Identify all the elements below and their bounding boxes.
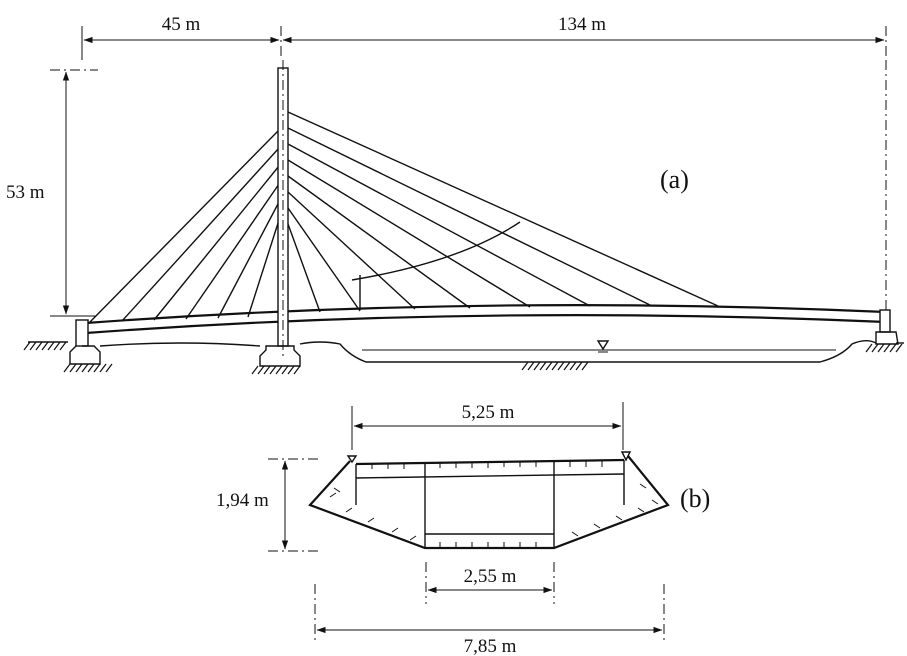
main-span-cables	[287, 111, 719, 313]
span-left-label: 45 m	[162, 14, 201, 35]
span-dimension: 45 m 134 m	[81, 14, 887, 60]
bridge-deck	[85, 304, 887, 335]
water-level-icon	[596, 340, 610, 351]
bottom-width-label: 2,55 m	[464, 566, 517, 587]
pylon-height-dimension: 53 m	[5, 69, 98, 317]
ground-hatching	[23, 341, 903, 375]
depth-label: 1,94 m	[216, 490, 269, 511]
cross-section-view: 5,25 m 1,94 m	[215, 402, 710, 656]
box-girder-section	[308, 451, 670, 550]
panel-a-label: (a)	[660, 165, 689, 194]
elevation-view: 45 m 134 m 53 m	[5, 14, 904, 375]
right-abutment	[875, 60, 899, 345]
bottom-width-dimension: 2,55 m	[425, 562, 555, 604]
left-abutment	[69, 319, 101, 365]
pylon-height-label: 53 m	[6, 182, 45, 203]
ground-profile	[28, 340, 904, 363]
overall-width-label: 7,85 m	[464, 636, 517, 656]
top-width-label: 5,25 m	[462, 402, 515, 423]
back-span-cables	[89, 129, 280, 323]
span-main-label: 134 m	[558, 14, 606, 35]
cable-tie-lower	[351, 221, 521, 281]
top-width-dimension: 5,25 m	[351, 402, 624, 450]
panel-b-label: (b)	[680, 484, 710, 513]
pylon	[259, 60, 301, 367]
depth-dimension: 1,94 m	[215, 458, 320, 552]
overall-width-dimension: 7,85 m	[314, 584, 665, 656]
